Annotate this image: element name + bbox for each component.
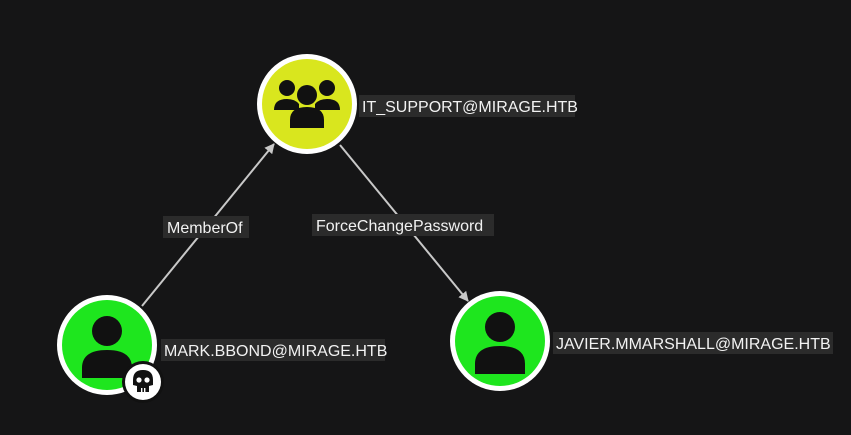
user-icon (475, 312, 525, 374)
node-label-bg (553, 332, 833, 354)
node-javier-mmarshall[interactable]: JAVIER.MMARSHALL@MIRAGE.HTB (450, 291, 833, 391)
node-label-bg (359, 95, 575, 117)
node-label-mark-bbond: MARK.BBOND@MIRAGE.HTB (164, 343, 387, 360)
edge-memberof[interactable]: MemberOf (141, 143, 275, 307)
edge-label-bg-forcechangepassword (312, 214, 494, 236)
owned-badge (122, 361, 164, 403)
edge-label-forcechangepassword: ForceChangePassword (316, 218, 483, 235)
user-icon (82, 316, 132, 378)
node-mark-bbond[interactable]: MARK.BBOND@MIRAGE.HTB (57, 295, 387, 403)
group-icon (274, 80, 340, 128)
edge-label-bg-memberof (163, 216, 249, 238)
node-label-javier-mmarshall: JAVIER.MMARSHALL@MIRAGE.HTB (556, 336, 831, 353)
node-it-support[interactable]: IT_SUPPORT@MIRAGE.HTB (257, 54, 578, 154)
skull-icon (133, 370, 153, 392)
node-label-it-support: IT_SUPPORT@MIRAGE.HTB (362, 99, 578, 116)
edge-forcechangepassword[interactable]: ForceChangePassword (312, 144, 494, 302)
edge-label-memberof: MemberOf (167, 220, 243, 237)
node-label-bg (161, 339, 385, 361)
